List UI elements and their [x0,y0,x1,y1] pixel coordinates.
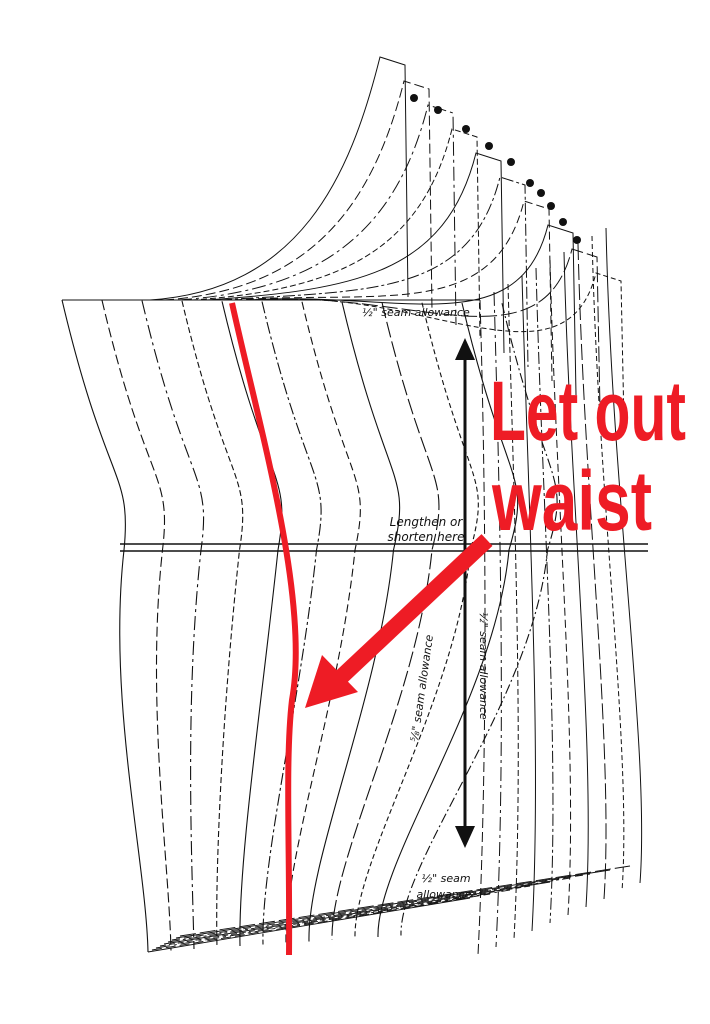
sleeve-cap-curve [191,128,481,340]
hem-line [179,865,631,937]
size-line-right [507,283,519,940]
grainline-arrow [455,338,475,848]
size-line-right [591,235,625,892]
size-line-right [521,275,536,932]
seam-allowance-bottom-label-line1: ½" seam [421,872,470,885]
size-line [181,300,244,948]
size-line-right [477,299,486,956]
size-line [101,300,172,951]
size-line [61,299,149,953]
red-arrow [305,534,493,708]
size-line [331,302,440,941]
size-line [377,302,519,938]
sleeve-cap-curve [219,176,529,368]
size-line-right [549,259,572,916]
size-line-right [563,251,589,908]
size-line [285,301,361,944]
let-out-waist-line [229,302,299,956]
notch-dot [410,94,418,102]
pattern-size-lines [61,227,643,956]
notch-dot [434,106,442,114]
notch-dot [547,202,555,210]
notch-dot [537,189,545,197]
hem-line [163,881,551,945]
sleeve-cap-curve [233,200,553,382]
sleeve-cap-curve [177,104,457,326]
size-line [354,302,479,939]
hem-line [159,885,531,947]
notch-dot [573,236,581,244]
size-line-right [493,291,502,948]
seam-allowance-top-label: ½" seam allowance [362,306,470,319]
hem-line [171,873,591,941]
annotation-line2: waist [491,454,652,548]
hem-line [155,889,511,949]
sleeve-cap-curve [247,224,577,396]
notch-dot [485,142,493,150]
size-line [261,301,322,945]
notch-dot [526,179,534,187]
size-line-right [535,267,554,924]
seam-allowance-bottom-label-line2: allowance [416,888,471,901]
sleeve-cap-curve [163,80,433,312]
sleeve-cap-curves [149,56,625,424]
hem-line [175,869,611,939]
sleeve-cap-curve [205,152,505,354]
hem-line [147,897,471,953]
size-line-right [577,243,607,900]
lengthen-label-line2: shorten here [388,530,465,544]
lengthen-label-line1: Lengthen or [390,515,464,529]
seam-allowance-vertical-left-label: ⅝" seam allowance [408,634,436,743]
size-line [141,300,205,950]
notch-dots [410,94,581,244]
size-line [400,303,558,936]
size-line [308,301,401,942]
notch-dot [462,125,470,133]
annotation-line1: Let out [490,364,686,458]
notch-dot [507,158,515,166]
sleeve-cap-curve [149,56,409,301]
notch-dot [559,218,567,226]
hem-line [151,893,491,951]
seam-allowance-vertical-center-label: ½" seam allowance [477,612,490,720]
hem-line [167,877,571,943]
sleeve-cap-curve [275,272,625,424]
size-line-right [605,227,643,884]
